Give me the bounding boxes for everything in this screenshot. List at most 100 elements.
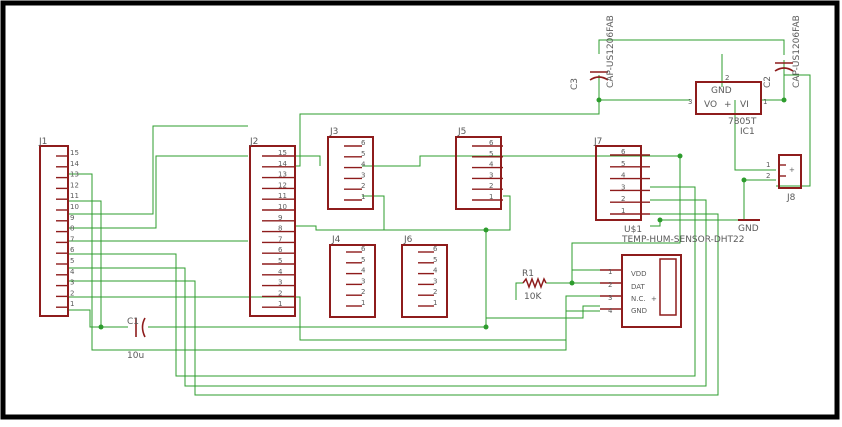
ic1-plus: + [724,100,732,110]
u1-pin-dat: DAT [631,283,646,291]
j6-pin-number: 6 [433,245,438,253]
ic1-pin3: 3 [688,98,692,106]
j1-pin-number: 13 [70,171,79,179]
j1-pin-number: 12 [70,181,79,189]
j2-pin-number: 2 [278,289,282,297]
j2-pin-number: 4 [278,268,283,276]
gnd-symbol: GND [738,219,760,234]
j3-pin-number: 3 [361,171,365,179]
c3-value: CAP-US1206FAB [606,15,616,88]
resistor-r1[interactable]: R1 10K [522,269,547,302]
j7-pin-number: 2 [621,195,625,203]
j7-pin-number: 6 [621,148,626,156]
j4-pin-number: 4 [361,267,366,275]
j7-pin-number: 3 [621,183,625,191]
j1-pin-number: 2 [70,289,74,297]
j8-pin1: 1 [766,161,770,169]
u1-pinnum-3: 3 [608,294,612,302]
j7-label: J7 [593,137,602,147]
j3-pin-number: 1 [361,193,365,201]
c3-ref: C3 [570,78,580,90]
sensor-u1[interactable]: U$1 TEMP-HUM-SENSOR-DHT22 VDD DAT N.C. G… [600,225,745,328]
capacitor-c3[interactable]: CAP-US1206FAB C3 [570,15,616,90]
j4-pin-number: 5 [361,256,365,264]
c2-value: CAP-US1206FAB [792,15,802,88]
connector-j3[interactable]: J3 6 5 4 3 2 1 [327,127,374,210]
wires [69,39,811,396]
connector-j4[interactable]: J4 6 5 4 3 2 1 [329,235,376,318]
j1-pin-number: 1 [70,300,74,308]
j4-pin-number: 3 [361,277,365,285]
j2-pin-number: 7 [278,235,282,243]
j1-pin-number: 10 [70,203,79,211]
j3-pin-number: 2 [361,182,365,190]
j1-pin-number: 14 [70,160,79,168]
j2-label: J2 [249,137,258,147]
j2-pin-number: 11 [278,192,287,200]
j2-pin-number: 5 [278,257,282,265]
j5-pin-number: 5 [489,150,493,158]
u1-pin-gnd: GND [631,307,647,315]
u1-value: TEMP-HUM-SENSOR-DHT22 [621,235,745,245]
j3-pin-number: 6 [361,139,366,147]
j5-pin-number: 6 [489,139,494,147]
capacitor-c1[interactable]: C1 10u [127,317,146,361]
j1-pin-number: 11 [70,192,79,200]
j6-pin-number: 2 [433,288,437,296]
j2-pin-number: 14 [278,160,287,168]
j6-label: J6 [403,235,413,245]
j5-pin-number: 4 [489,161,494,169]
u1-pin-nc: N.C. [631,295,646,303]
c1-value: 10u [127,351,144,361]
j2-pin-number: 13 [278,171,287,179]
j8-plus: + [789,166,795,174]
j7-pin-number: 4 [621,172,626,180]
j3-label: J3 [329,127,338,137]
j2-pin-number: 8 [278,225,282,233]
j6-pin-number: 3 [433,277,437,285]
j1-pin-number: 4 [70,268,75,276]
capacitor-c2[interactable]: CAP-US1206FAB C2 [763,15,802,88]
j3-pin-number: 4 [361,161,366,169]
j2-pin-number: 3 [278,279,282,287]
ic1-value: 7805T [728,117,757,127]
connector-j8[interactable]: J8 1 2 + [766,154,802,203]
j5-label: J5 [457,127,466,137]
j5-pin-number: 3 [489,171,493,179]
j2-pin-number: 9 [278,214,282,222]
j2-pin-number: 15 [278,149,287,157]
u1-pinnum-2: 2 [608,281,612,289]
ic1-vi-pin: VI [740,100,749,110]
r1-value: 10K [524,292,542,302]
j4-pin-number: 2 [361,288,365,296]
u1-pin-vdd: VDD [631,270,647,278]
j1-label: J1 [38,137,47,147]
j4-pin-number: 6 [361,245,366,253]
regulator-ic1[interactable]: GND VO + VI 3 1 2 7805T IC1 [688,74,767,137]
ic1-pin1: 1 [763,98,767,106]
j6-pin-number: 4 [433,267,438,275]
j1-pin-number: 15 [70,149,79,157]
j2-pin-number: 1 [278,300,282,308]
j5-pin-number: 2 [489,182,493,190]
j2-pin-number: 12 [278,181,287,189]
j2-pin-number: 10 [278,203,287,211]
j2-pin-number: 6 [278,246,283,254]
u1-pinnum-4: 4 [608,307,613,315]
j4-label: J4 [331,235,341,245]
ic1-ref: IC1 [740,127,755,137]
ic1-gnd-pin: GND [711,86,732,96]
r1-ref: R1 [522,269,534,279]
u1-ref: U$1 [624,225,642,235]
j4-pin-number: 1 [361,299,365,307]
connector-j2[interactable]: J2 15 14 13 12 11 10 9 8 7 6 5 4 3 2 1 [249,137,296,317]
u1-plus: + [651,295,657,303]
j1-pin-number: 6 [70,246,75,254]
j3-pin-number: 5 [361,150,365,158]
